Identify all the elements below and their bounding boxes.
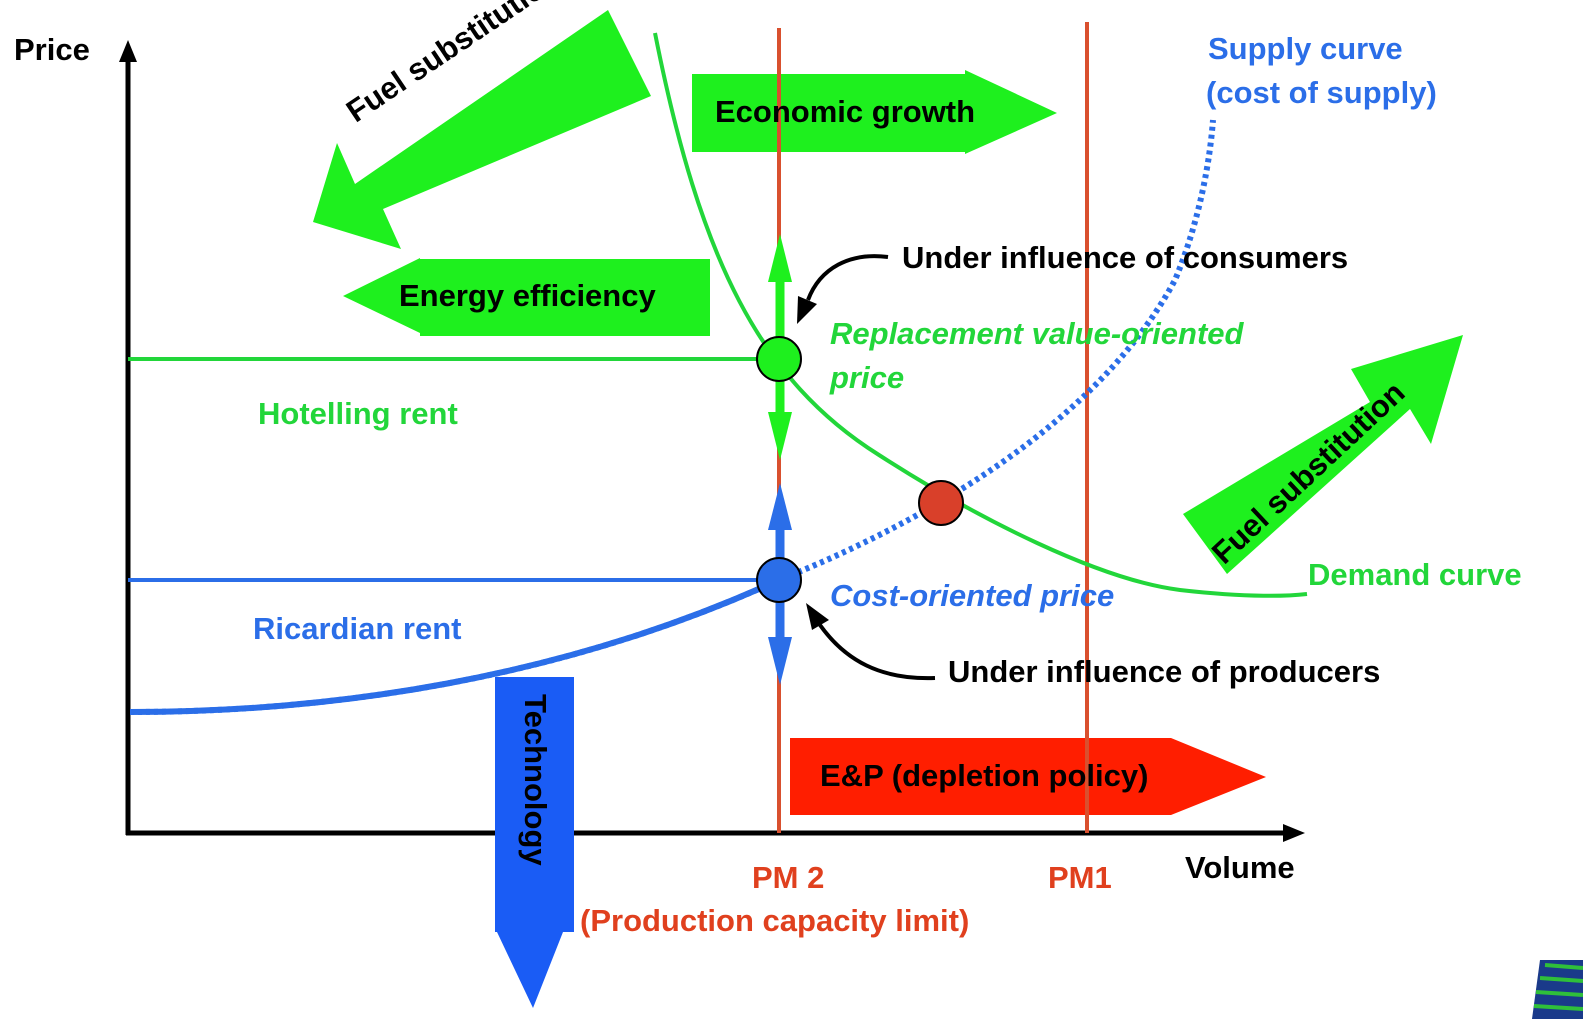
equilibrium-point xyxy=(918,480,964,526)
supply-curve-label-line2: (cost of supply) xyxy=(1206,75,1437,110)
y-axis-arrowhead xyxy=(119,40,137,62)
producers-influence-label: Under influence of producers xyxy=(948,654,1381,689)
pm1-label: PM1 xyxy=(1048,860,1112,895)
fuel-substitution-right-arrow xyxy=(1183,335,1463,574)
x-axis-label: Volume xyxy=(1185,850,1295,885)
economic-growth-arrow xyxy=(692,70,1057,154)
hotelling-rent-label: Hotelling rent xyxy=(258,396,458,431)
demand-curve-label: Demand curve xyxy=(1308,557,1522,592)
producer-arrow-up-head xyxy=(768,483,792,530)
producers-pointer-head xyxy=(806,603,829,630)
cost-price-label: Cost-oriented price xyxy=(830,578,1115,613)
replacement-price-label-line2: price xyxy=(830,360,905,395)
ricardian-rent-label: Ricardian rent xyxy=(253,611,462,646)
consumer-arrow-up-head xyxy=(768,234,792,282)
y-axis-label: Price xyxy=(14,32,90,67)
consumers-pointer xyxy=(806,254,889,301)
consumer-arrow-down-head xyxy=(768,412,792,460)
cost-price-point xyxy=(756,557,802,603)
ep-depletion-label: E&P (depletion policy) xyxy=(820,758,1149,793)
energy-efficiency-label: Energy efficiency xyxy=(399,278,656,313)
supply-curve-solid xyxy=(129,577,781,715)
producer-arrow-down-head xyxy=(768,637,792,685)
economic-growth-label: Economic growth xyxy=(715,94,976,129)
consumers-influence-label: Under influence of consumers xyxy=(902,240,1349,275)
producers-pointer xyxy=(818,623,936,681)
x-axis-arrowhead xyxy=(1283,824,1305,842)
technology-arrow xyxy=(495,677,574,1008)
fuel-substitution-left-arrow xyxy=(313,10,651,249)
corner-logo xyxy=(1532,960,1583,1019)
supply-curve-dotted xyxy=(129,119,1216,715)
ep-depletion-arrow xyxy=(790,738,1266,815)
pm2-label: PM 2 xyxy=(752,860,825,895)
energy-efficiency-arrow xyxy=(343,258,710,336)
technology-label: Technology xyxy=(518,694,553,866)
pm2-note-label: (Production capacity limit) xyxy=(580,903,970,938)
supply-curve-label-line1: Supply curve xyxy=(1208,31,1403,66)
consumers-pointer-head xyxy=(797,296,817,324)
replacement-price-label-line1: Replacement value-oriented xyxy=(830,316,1244,351)
replacement-price-point xyxy=(756,336,802,382)
